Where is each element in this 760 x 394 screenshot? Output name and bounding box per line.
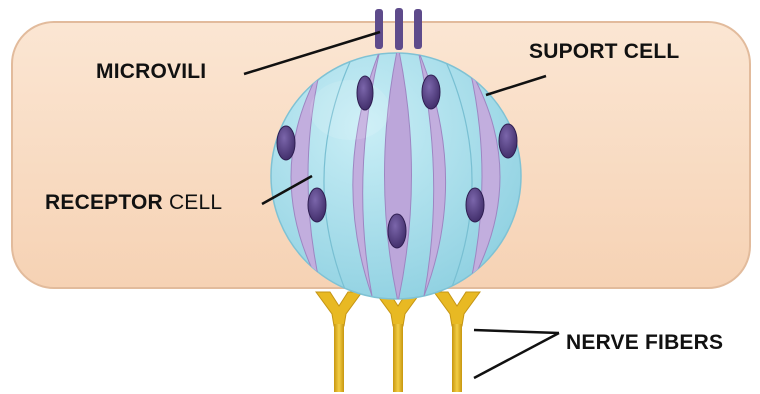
receptor-cell-label-bold: RECEPTOR (45, 191, 163, 214)
cell-nucleus-icon (388, 214, 406, 248)
cell-nucleus-icon (357, 76, 373, 110)
nerve-fibers-leader-line-lower (474, 333, 559, 378)
receptor-cell-label-rest: CELL (163, 191, 222, 214)
nerve-fibers-leader-line-upper (474, 330, 559, 333)
y-shaped-nerve-ending-icon (434, 292, 480, 326)
cell-nucleus-icon (277, 126, 295, 160)
microvili-label: MICROVILI (96, 60, 206, 84)
microvilli (375, 8, 422, 50)
nerve-fiber-right (434, 292, 480, 392)
receptor-cell-label: RECEPTOR CELL (45, 191, 222, 215)
y-shaped-nerve-ending-icon (316, 292, 362, 326)
cell-nucleus-icon (308, 188, 326, 222)
cell-nucleus-icon (499, 124, 517, 158)
cell-nucleus-icon (422, 75, 440, 109)
nerve-fiber-left (316, 292, 362, 392)
nerve-fibers-label: NERVE FIBERS (566, 331, 723, 355)
support-cell-label: SUPORT CELL (529, 40, 679, 64)
nerve-fibers (316, 292, 480, 392)
cell-nucleus-icon (466, 188, 484, 222)
nerve-fiber-middle (375, 292, 421, 392)
